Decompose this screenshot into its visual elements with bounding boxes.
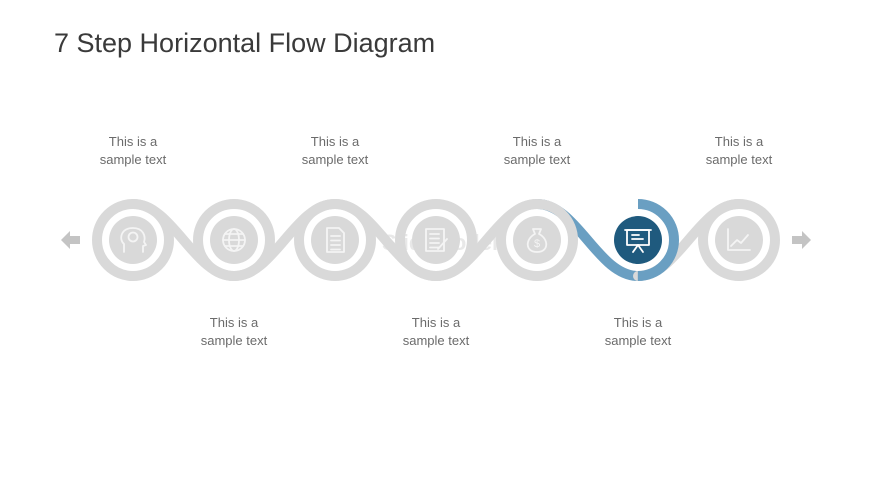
step-caption: This is a sample text [578, 314, 698, 350]
step-ring [294, 199, 376, 281]
step-caption: This is a sample text [275, 133, 395, 169]
slide-title: 7 Step Horizontal Flow Diagram [54, 28, 436, 58]
step-circle [513, 216, 561, 264]
step-circle [109, 216, 157, 264]
document-icon [326, 227, 345, 253]
caption-line: sample text [301, 152, 369, 167]
step-circle [715, 216, 763, 264]
caption-line: sample text [200, 333, 268, 348]
caption-line: sample text [604, 333, 672, 348]
caption-line: sample text [99, 152, 167, 167]
step-caption: This is a sample text [174, 314, 294, 350]
step-caption: This is a sample text [376, 314, 496, 350]
caption-line: This is a [411, 315, 461, 330]
caption-line: sample text [402, 333, 470, 348]
step-ring [193, 199, 275, 281]
caption-line: This is a [512, 134, 562, 149]
step-node[interactable] [395, 199, 477, 281]
step-node[interactable] [597, 199, 679, 281]
step-ring [698, 199, 780, 281]
step-node[interactable] [193, 199, 275, 281]
step-caption: This is a sample text [477, 133, 597, 169]
arrow-right-icon[interactable] [792, 231, 811, 249]
step-ring [496, 199, 578, 281]
step-node[interactable] [294, 199, 376, 281]
step-ring [92, 199, 174, 281]
caption-line: This is a [310, 134, 360, 149]
caption-line: This is a [108, 134, 158, 149]
step-caption: This is a sample text [73, 133, 193, 169]
caption-line: This is a [714, 134, 764, 149]
step-node[interactable]: $ [496, 199, 578, 281]
svg-text:$: $ [534, 238, 540, 250]
globe-icon [222, 228, 246, 252]
step-node[interactable] [92, 199, 174, 281]
head-brain-icon [120, 227, 147, 253]
money-bag-icon: $ [526, 228, 548, 253]
presentation-board-icon [624, 229, 652, 253]
step-ring [597, 199, 679, 281]
notepad-edit-icon [425, 228, 448, 252]
caption-line: sample text [503, 152, 571, 167]
step-circle [614, 216, 662, 264]
arrow-left-icon[interactable] [61, 231, 80, 249]
step-caption: This is a sample text [679, 133, 799, 169]
line-chart-icon [727, 228, 751, 251]
caption-line: sample text [705, 152, 773, 167]
step-node[interactable] [698, 199, 780, 281]
step-circle [412, 216, 460, 264]
caption-line: This is a [209, 315, 259, 330]
step-ring [395, 199, 477, 281]
caption-line: This is a [613, 315, 663, 330]
